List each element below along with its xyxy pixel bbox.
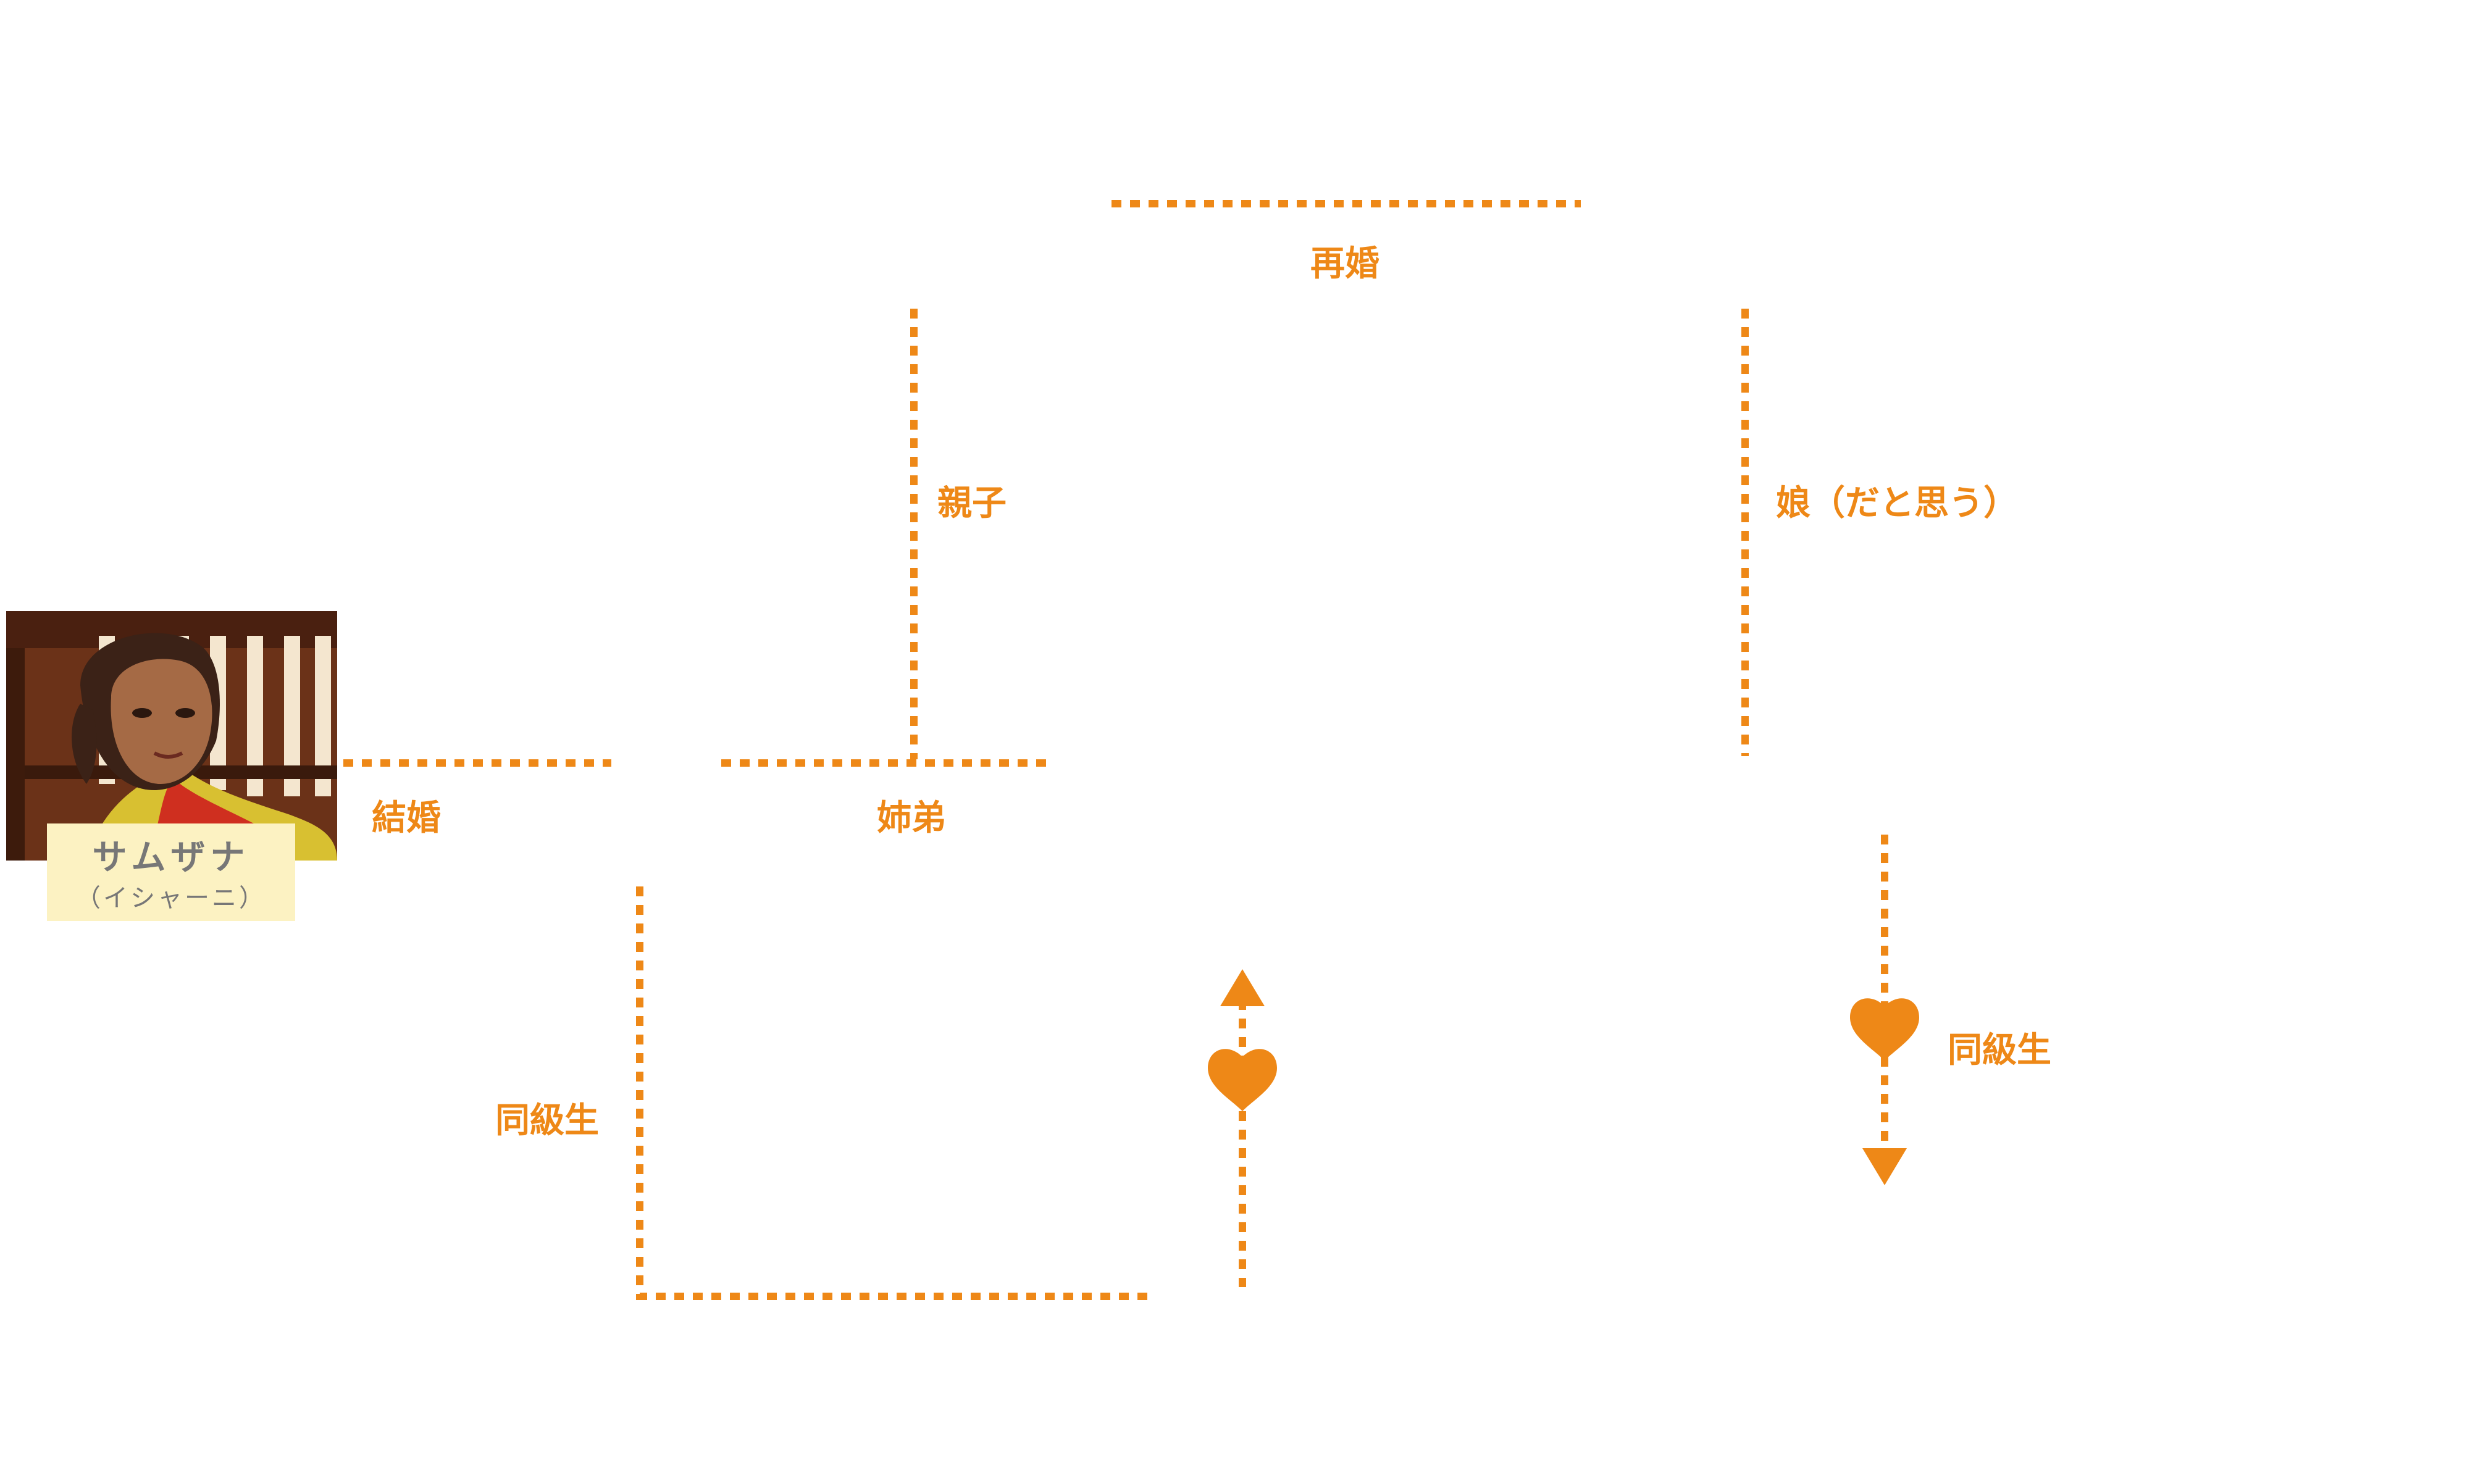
classmates-left-label: 同級生: [495, 1101, 599, 1141]
remarriage-label: 再婚: [1310, 244, 1379, 284]
marriage-label: 結婚: [372, 798, 441, 838]
character-name-card: サムザナ （イシャーニ）: [47, 823, 295, 921]
heart-icon: [1208, 1049, 1277, 1111]
siblings-label: 姉弟: [877, 798, 946, 838]
character-name: サムザナ: [92, 838, 250, 878]
heart-icon: [1850, 998, 1919, 1061]
arrow-up-icon: [1220, 969, 1265, 1006]
daughter-label: 娘（だと思う）: [1776, 483, 2018, 523]
classmates-right-label: 同級生: [1948, 1030, 2051, 1070]
character-actor: （イシャーニ）: [76, 884, 266, 912]
parent-child-label: 親子: [937, 483, 1007, 523]
arrow-down-icon: [1862, 1148, 1907, 1185]
classmates-left-line: [636, 886, 1152, 1300]
